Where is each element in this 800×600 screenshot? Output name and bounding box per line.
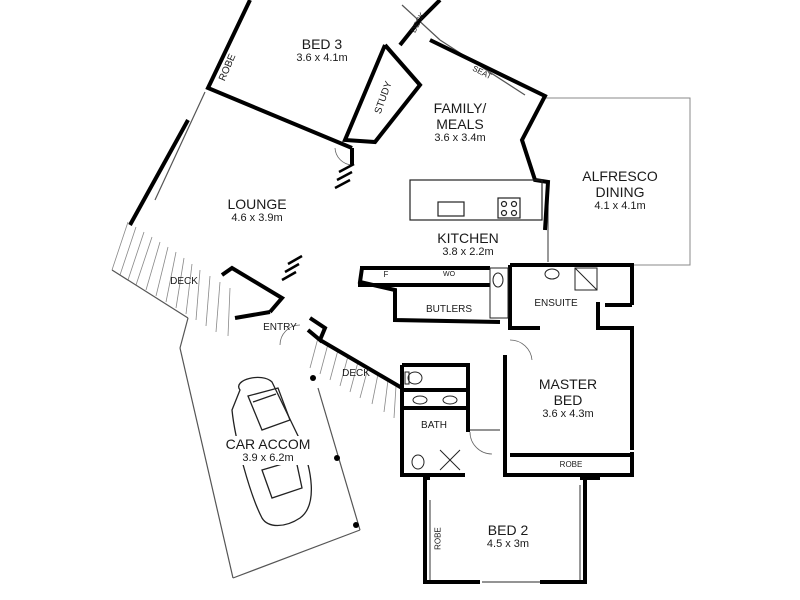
bed3-name: BED 3 [301,36,343,52]
fridge-label: F [383,270,389,279]
robe-label-bed2: ROBE [433,527,443,550]
family-dim: 3.6 x 3.4m [434,132,486,145]
kitchen-name: KITCHEN [437,230,499,246]
lounge-dim: 4.6 x 3.9m [231,212,283,225]
door-swings [279,147,533,455]
family-name-2: MEALS [436,116,484,133]
master-name-1: MASTER [538,376,598,392]
bath-label: BATH [421,420,447,431]
deck-label-south: DECK [342,368,370,379]
car-label: CAR ACCOM 3.9 x 6.2m [223,436,313,465]
bed2-dim: 4.5 x 3m [486,538,530,551]
car-name: CAR ACCOM [225,436,311,452]
kitchen-island [409,179,543,221]
butlers-label: BUTLERS [425,304,473,315]
lounge-label: LOUNGE 4.6 x 3.9m [227,196,286,225]
bed3-label: BED 3 3.6 x 4.1m [296,36,347,65]
kitchen-label: KITCHEN 3.8 x 2.2m [437,230,498,259]
family-label: FAMILY/ MEALS 3.6 x 3.4m [434,100,487,145]
robe-label-master: ROBE [559,460,583,469]
entry-label: ENTRY [263,322,297,333]
walls [128,0,634,584]
posts [310,375,359,528]
master-label: MASTER BED 3.6 x 4.3m [539,376,597,421]
bed2-name: BED 2 [487,522,529,538]
deck-label-west: DECK [170,276,198,287]
bed3-dim: 3.6 x 4.1m [296,52,348,65]
alfresco-dim: 4.1 x 4.1m [594,200,646,213]
kitchen-dim: 3.8 x 2.2m [442,246,494,259]
master-dim: 3.6 x 4.3m [542,408,594,421]
deck-boards [111,221,397,419]
family-name-1: FAMILY/ [433,100,487,116]
alfresco-label: ALFRESCO DINING 4.1 x 4.1m [582,168,657,213]
ensuite-label: ENSUITE [534,298,578,309]
bed2-label: BED 2 4.5 x 3m [487,522,529,551]
alfresco-name-2: DINING [595,184,645,201]
lounge-name: LOUNGE [227,196,287,212]
alfresco-name-1: ALFRESCO [582,168,658,184]
stair-marks [281,162,355,282]
wo-label: WO [442,271,456,278]
fixtures [404,267,598,471]
master-name-2: BED [553,392,583,409]
thin-lines [111,4,633,583]
car-dim: 3.9 x 6.2m [242,452,294,465]
